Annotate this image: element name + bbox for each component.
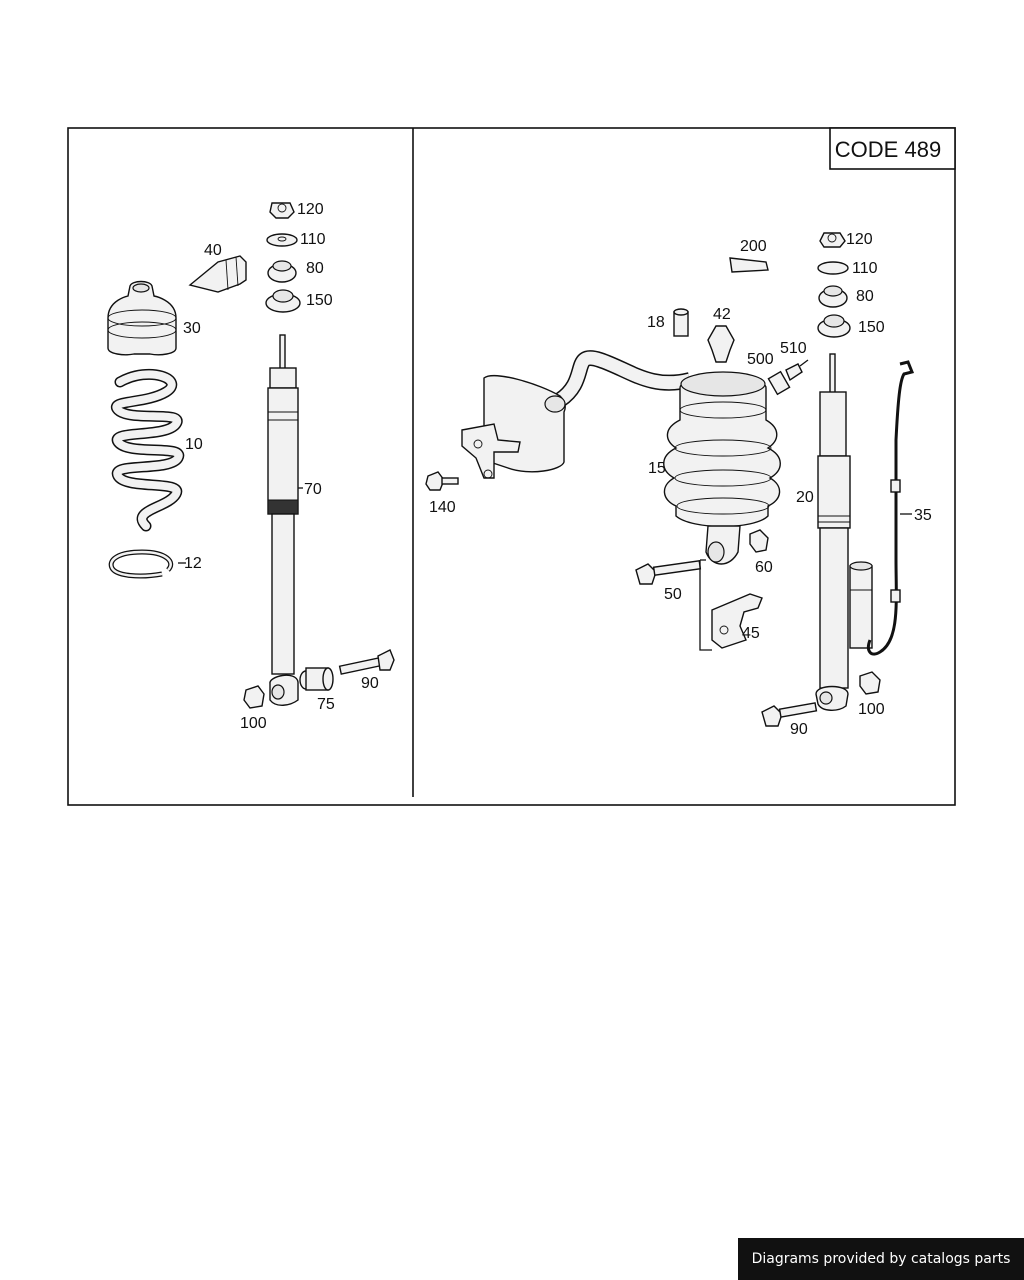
callout-right-140: 140 xyxy=(429,499,456,516)
right-panel: 200 120 110 80 150 18 42 500 510 15 140 … xyxy=(425,231,932,738)
air-line-reservoir xyxy=(461,350,692,479)
callout-left-100: 100 xyxy=(240,715,267,732)
callout-left-90: 90 xyxy=(361,675,379,692)
callout-left-10: 10 xyxy=(185,436,203,453)
part-150-bushing xyxy=(265,289,301,313)
callout-right-510: 510 xyxy=(780,340,807,357)
callout-right-45: 45 xyxy=(742,625,760,642)
callout-right-90: 90 xyxy=(790,721,808,738)
part-200-cap xyxy=(729,257,769,273)
part-110-washer-right xyxy=(817,261,849,275)
part-20-shock-absorber xyxy=(815,353,873,711)
code-box: CODE 489 xyxy=(829,127,956,170)
footer-text: Diagrams provided by catalogs parts xyxy=(751,1251,1011,1267)
part-90-bolt-right xyxy=(761,702,818,727)
part-35-sensor-line xyxy=(866,360,915,656)
callout-left-30: 30 xyxy=(183,320,201,337)
code-label: CODE 489 xyxy=(835,137,941,162)
part-80-bushing xyxy=(267,260,297,283)
callout-right-60: 60 xyxy=(755,559,773,576)
part-90-bolt xyxy=(338,649,395,675)
left-panel: 120 110 40 80 150 30 10 70 12 90 75 100 xyxy=(107,201,395,732)
part-10-coil-spring xyxy=(110,368,185,532)
part-100-nut-right xyxy=(859,671,881,695)
callout-right-120: 120 xyxy=(846,231,873,248)
part-500-valve xyxy=(767,359,809,396)
callout-right-35: 35 xyxy=(914,507,932,524)
part-120-nut xyxy=(269,202,295,219)
callout-right-110: 110 xyxy=(852,260,878,277)
part-15-air-spring xyxy=(663,371,781,565)
callout-right-15: 15 xyxy=(648,460,666,477)
callout-right-500: 500 xyxy=(747,351,774,368)
part-80-bushing-right xyxy=(818,285,848,308)
callout-left-40: 40 xyxy=(204,242,222,259)
part-75-bushing xyxy=(299,667,334,691)
footer-credit: Diagrams provided by catalogs parts xyxy=(738,1238,1024,1280)
callout-right-42: 42 xyxy=(713,306,731,323)
part-45-bracket xyxy=(711,593,763,649)
diagram-frame xyxy=(67,127,956,806)
callout-left-120: 120 xyxy=(297,201,324,218)
part-60-nut xyxy=(749,529,769,553)
part-30-spring-pad xyxy=(107,280,177,356)
part-100-nut xyxy=(243,685,265,709)
part-150-bushing-right xyxy=(817,314,851,338)
part-18-fitting xyxy=(673,308,689,337)
callout-right-100: 100 xyxy=(858,701,885,718)
callout-left-150: 150 xyxy=(306,292,333,309)
part-42-clip xyxy=(707,325,735,363)
callout-right-50: 50 xyxy=(664,586,682,603)
callout-right-200: 200 xyxy=(740,238,767,255)
callout-right-150: 150 xyxy=(858,319,885,336)
callout-left-110: 110 xyxy=(300,231,326,248)
callout-left-75: 75 xyxy=(317,696,335,713)
part-12-retaining-ring xyxy=(108,549,174,579)
callout-right-20: 20 xyxy=(796,489,814,506)
callout-right-18: 18 xyxy=(647,314,665,331)
callout-left-70: 70 xyxy=(304,481,322,498)
part-110-washer xyxy=(266,233,298,247)
callout-left-80: 80 xyxy=(306,260,324,277)
callout-left-12: 12 xyxy=(184,555,202,572)
part-70-shock-absorber xyxy=(267,334,299,706)
part-120-nut-right xyxy=(819,232,846,248)
callout-right-80: 80 xyxy=(856,288,874,305)
part-50-bolt xyxy=(635,560,702,585)
part-40-bump-stop xyxy=(188,255,247,293)
part-140-bolt xyxy=(425,471,459,491)
